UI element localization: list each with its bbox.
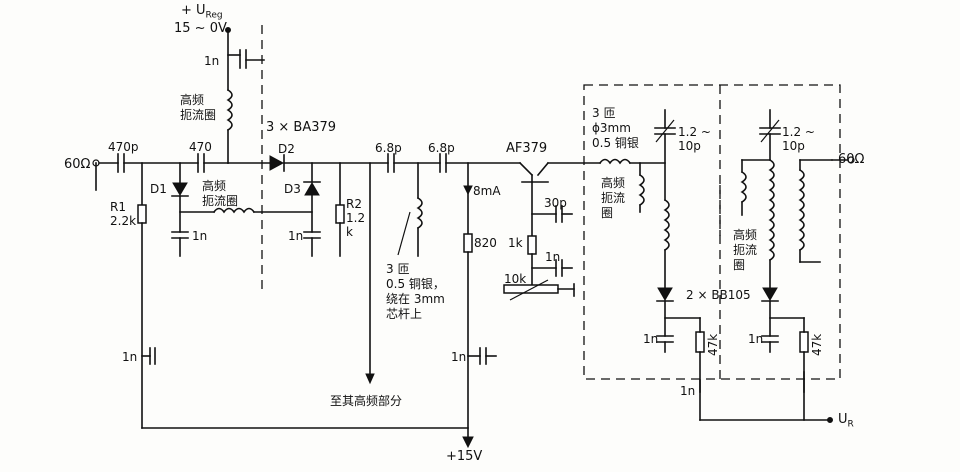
diodes-group-label: 3 × BA379 — [266, 120, 337, 135]
choke-mid-label: 高频 扼流圈 — [202, 179, 239, 208]
current-label: 8mA — [473, 184, 501, 198]
c-1n-v1-label: 1n — [643, 332, 659, 346]
varicaps-label: 2 × BB105 — [686, 288, 751, 302]
tank-coil — [397, 162, 423, 257]
c-1n-top-label: 1n — [204, 54, 220, 68]
to-rf-label: 至其高频部分 — [330, 394, 403, 408]
d3-label: D3 — [284, 182, 301, 196]
c-30p-label: 30p — [544, 196, 567, 210]
output-impedance: 60Ω — [838, 152, 865, 167]
trim-1-label: 1.2 ~ 10p — [678, 125, 711, 153]
r-47k-2-label: 47k — [810, 333, 824, 356]
r1-label: R1 2.2k — [110, 200, 137, 228]
to-rf-line — [365, 162, 375, 385]
c-1n-mid-label: 1n — [451, 350, 467, 364]
c-1n-emit-label: 1n — [545, 250, 561, 264]
c-1n-box-label: 1n — [680, 384, 696, 398]
supply-label: + UReg — [181, 3, 223, 21]
r-1k-label: 1k — [508, 236, 523, 250]
d1-label: D1 — [150, 182, 167, 196]
d2-label: D2 — [278, 142, 295, 156]
choke-top-label: 高频 扼流圈 — [180, 93, 217, 122]
r820-branch — [463, 162, 473, 446]
c-1n-v2-label: 1n — [748, 332, 764, 346]
transistor-af379 — [503, 161, 601, 301]
r2-branch — [335, 162, 345, 257]
c-68p-1-label: 6.8p — [375, 141, 402, 155]
choke-right-label: 高频 扼流 圈 — [601, 176, 626, 220]
c-470-label: 470 — [189, 140, 212, 154]
pot-10k-label: 10k — [504, 272, 527, 286]
transistor-label: AF379 — [506, 141, 548, 156]
r-47k-1-label: 47k — [706, 333, 720, 356]
d1-branch — [171, 162, 313, 257]
shield-box — [583, 84, 841, 380]
c-1n-d3-label: 1n — [288, 229, 304, 243]
c-1n-d1-label: 1n — [192, 229, 208, 243]
supply-bottom-label: +15V — [446, 449, 483, 464]
supply-range: 15 ~ 0V — [174, 21, 227, 36]
c-1n-left-label: 1n — [122, 350, 138, 364]
r2-label: R2 1.2 k — [346, 197, 366, 239]
coil-collector-label: 3 匝 ϕ3mm 0.5 铜银 — [592, 106, 639, 150]
trim-2-label: 1.2 ~ 10p — [782, 125, 815, 153]
input-impedance: 60Ω — [64, 157, 91, 172]
bottom-rails — [141, 347, 497, 449]
coil-note: 3 匝 0.5 铜银， 绕在 3mm 芯杆上 — [386, 262, 445, 321]
input-section — [92, 153, 521, 191]
choke-far-label: 高频 扼流 圈 — [733, 228, 758, 272]
supply-input-wire — [225, 27, 265, 164]
tuning-voltage-label: UR — [838, 412, 854, 430]
c-in-label: 470p — [108, 140, 139, 154]
d3-branch — [303, 162, 321, 257]
output-tank — [598, 109, 855, 423]
r1-branch — [137, 162, 147, 429]
r-820-label: 820 — [474, 236, 497, 250]
c-68p-2-label: 6.8p — [428, 141, 455, 155]
